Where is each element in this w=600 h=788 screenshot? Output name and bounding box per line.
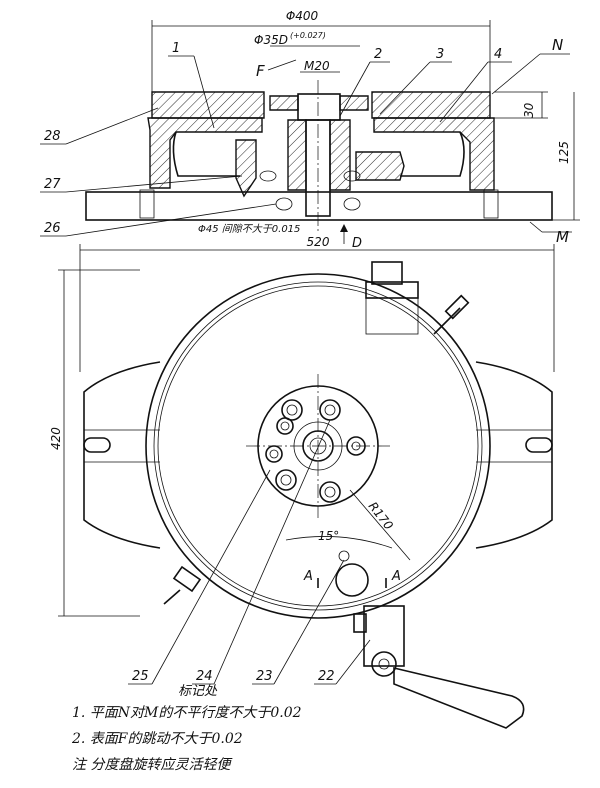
top-plate-left <box>151 91 265 119</box>
dim-520: 520 <box>307 235 330 249</box>
index-hole <box>335 563 369 597</box>
label-a-right: A <box>391 569 401 584</box>
indexing-disc-outer <box>145 273 491 619</box>
part-24: 24 <box>196 669 213 684</box>
part-28: 28 <box>44 129 61 144</box>
label-d: D <box>352 236 362 251</box>
lever-handle <box>393 666 525 729</box>
dim-30: 30 <box>522 102 536 118</box>
body-right <box>373 117 495 191</box>
label-a-left: A <box>303 569 313 584</box>
dim-r170: R170 <box>366 499 396 533</box>
top-plate-right <box>371 91 491 119</box>
note-1: 1. 平面N对M的不平行度不大于0.02 <box>72 705 302 721</box>
part-27: 27 <box>44 177 61 192</box>
bolt-holes <box>265 399 366 503</box>
part-3: 3 <box>436 47 444 62</box>
note-2: 2. 表面F的跳动不大于0.02 <box>72 731 243 747</box>
note-3: 注 分度盘旋转应灵活轻便 <box>72 757 231 773</box>
label-m: M <box>556 228 569 246</box>
body-left <box>147 117 263 189</box>
section-view: Φ400 Φ35D (+0.027) M20 F 1 2 3 4 N <box>40 9 580 251</box>
runout-note: Φ45 间隙不大于0.015 <box>198 223 300 235</box>
lever-block <box>363 605 405 667</box>
dim-125: 125 <box>557 141 571 164</box>
part-4: 4 <box>494 47 502 62</box>
dim-angle: 15° <box>318 529 339 543</box>
part-25: 25 <box>132 669 149 684</box>
part-2: 2 <box>374 47 382 62</box>
label-n: N <box>552 36 563 54</box>
dim-35d-tol: (+0.027) <box>290 31 326 40</box>
side-screw-left <box>172 565 202 593</box>
technical-notes: 1. 平面N对M的不平行度不大于0.02 2. 表面F的跳动不大于0.02 注 … <box>72 700 512 778</box>
lug-left <box>83 361 161 549</box>
plan-view: 520 420 <box>49 235 555 729</box>
label-f: F <box>256 62 265 80</box>
mark-label: 标记处 <box>178 684 218 699</box>
dim-400: Φ400 <box>286 9 319 23</box>
dim-35d: Φ35D <box>254 33 288 47</box>
dim-420: 420 <box>49 427 63 450</box>
index-pin-top <box>371 261 403 285</box>
part-23: 23 <box>256 669 273 684</box>
dim-m20: M20 <box>304 59 330 73</box>
part-26: 26 <box>44 221 61 236</box>
lug-right <box>475 361 553 549</box>
part-22: 22 <box>318 669 335 684</box>
part-1: 1 <box>172 41 180 56</box>
